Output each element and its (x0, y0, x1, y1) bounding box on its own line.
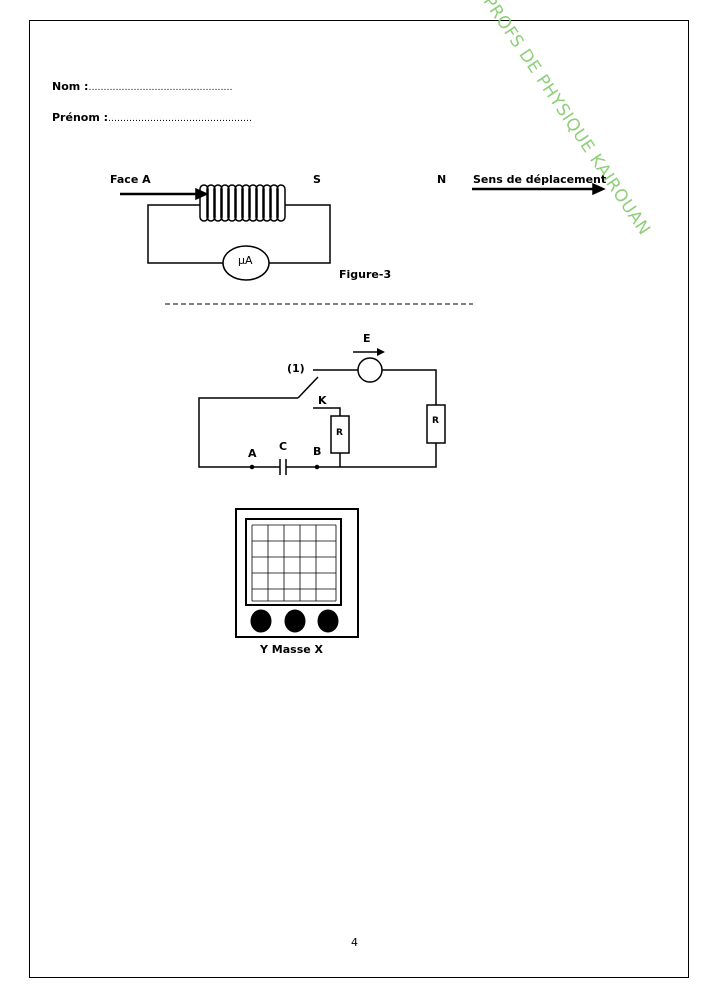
nom-field: Nom :………………………………………… (52, 80, 232, 93)
prenom-field: Prénom :………………………………………… (52, 111, 252, 124)
microammeter (222, 245, 270, 281)
figure-3-diagram (120, 182, 606, 281)
page-frame (29, 20, 689, 978)
point-b-dot (314, 464, 320, 470)
resistor-left-label: R (336, 428, 343, 438)
oscilloscope (235, 508, 359, 638)
switch-lever (297, 376, 319, 399)
capacitor-label: C (279, 440, 288, 453)
direction-label: Sens de déplacement (473, 173, 607, 186)
nom-label: Nom : (52, 80, 89, 93)
face-a-label: Face A (110, 173, 151, 186)
coil-wire-right (269, 204, 331, 264)
south-pole-label: S (313, 173, 321, 186)
direction-arrow-head (592, 182, 606, 196)
microammeter-label: µA (238, 254, 253, 267)
prenom-label: Prénom : (52, 111, 109, 124)
generator-arrow-head (377, 348, 385, 356)
input-masse-knob (284, 609, 306, 633)
input-y-knob (250, 609, 272, 633)
oscilloscope-body (235, 508, 359, 638)
coil (199, 184, 286, 222)
switch-k-label: K (318, 394, 327, 407)
resistor-right-label: R (432, 416, 439, 426)
oscilloscope-screen-frame (245, 518, 342, 606)
coil-wire-left (147, 204, 223, 264)
generator-circle (357, 357, 383, 383)
rc-circuit-diagram (198, 348, 446, 475)
approach-arrow-head (195, 187, 209, 201)
point-a-label: A (248, 447, 257, 460)
prenom-blank: ………………………………………… (108, 114, 253, 124)
oscilloscope-inputs-label: Y Masse X (260, 643, 324, 656)
figure-3-caption: Figure-3 (339, 268, 392, 281)
page-number: 4 (351, 936, 358, 949)
north-pole-label: N (437, 173, 447, 186)
oscilloscope-grid (251, 524, 337, 602)
point-a-dot (249, 464, 255, 470)
switch-position-label: (1) (287, 362, 305, 375)
nom-blank: ………………………………………… (88, 83, 233, 93)
input-x-knob (317, 609, 339, 633)
point-b-label: B (313, 445, 322, 458)
generator-label: E (363, 332, 371, 345)
